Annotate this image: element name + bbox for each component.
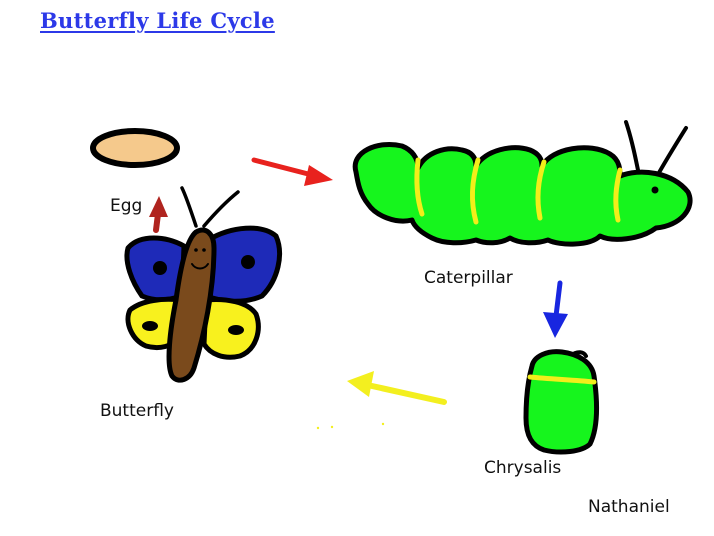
- chrysalis-drawing: [523, 349, 600, 455]
- arrow-caterpillar-to-chrysalis: [543, 280, 568, 338]
- arrow-chrysalis-to-butterfly: [316, 371, 447, 430]
- caterpillar-drawing: [352, 120, 693, 247]
- chrysalis-label: Chrysalis: [484, 458, 562, 478]
- butterfly-drawing: [124, 186, 282, 383]
- egg-drawing: [90, 128, 180, 168]
- diagram-title: Butterfly Life Cycle: [40, 8, 275, 33]
- arrow-egg-to-caterpillar: [251, 157, 333, 186]
- arrow-butterfly-to-egg: [149, 196, 168, 233]
- egg-label: Egg: [110, 196, 143, 216]
- butterfly-label: Butterfly: [100, 401, 174, 421]
- caterpillar-label: Caterpillar: [424, 268, 513, 288]
- author-name: Nathaniel: [588, 497, 670, 517]
